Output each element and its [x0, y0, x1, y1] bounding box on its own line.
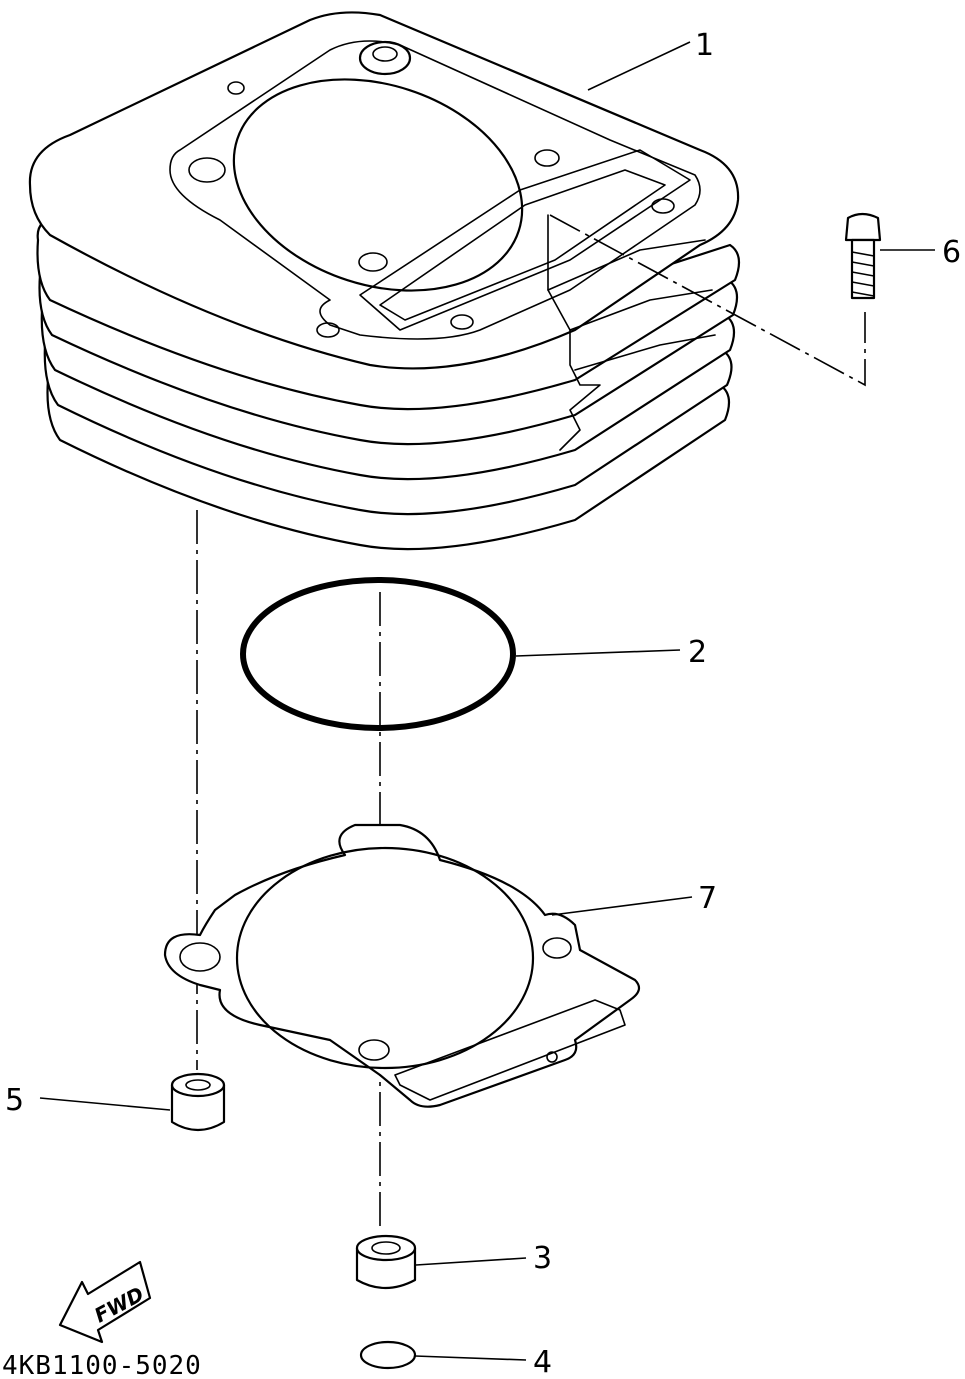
leader-7 [551, 896, 693, 916]
o-ring-part [240, 577, 516, 731]
base-gasket-part [163, 823, 641, 1108]
leader-2 [515, 649, 681, 657]
callout-5: 5 [5, 1083, 24, 1118]
leader-5 [39, 1097, 171, 1111]
dowel-pin-part [170, 1072, 226, 1132]
callout-6: 6 [942, 235, 961, 270]
bolt-alignment-line [549, 214, 866, 387]
callout-7: 7 [698, 881, 717, 916]
callout-2: 2 [688, 635, 707, 670]
bolt-part [844, 212, 882, 300]
callout-1: 1 [695, 28, 714, 63]
small-o-ring-part [359, 1340, 417, 1370]
callout-3: 3 [533, 1241, 552, 1276]
fwd-arrow: FWD [58, 1260, 152, 1344]
cylinder-part [28, 11, 741, 551]
callout-4: 4 [533, 1345, 552, 1379]
leader-1 [587, 41, 691, 91]
dowel-part-3 [355, 1234, 417, 1290]
leader-4 [414, 1355, 527, 1361]
drawing-code: 4KB1100-5020 [2, 1351, 202, 1379]
leader-3 [415, 1257, 527, 1266]
